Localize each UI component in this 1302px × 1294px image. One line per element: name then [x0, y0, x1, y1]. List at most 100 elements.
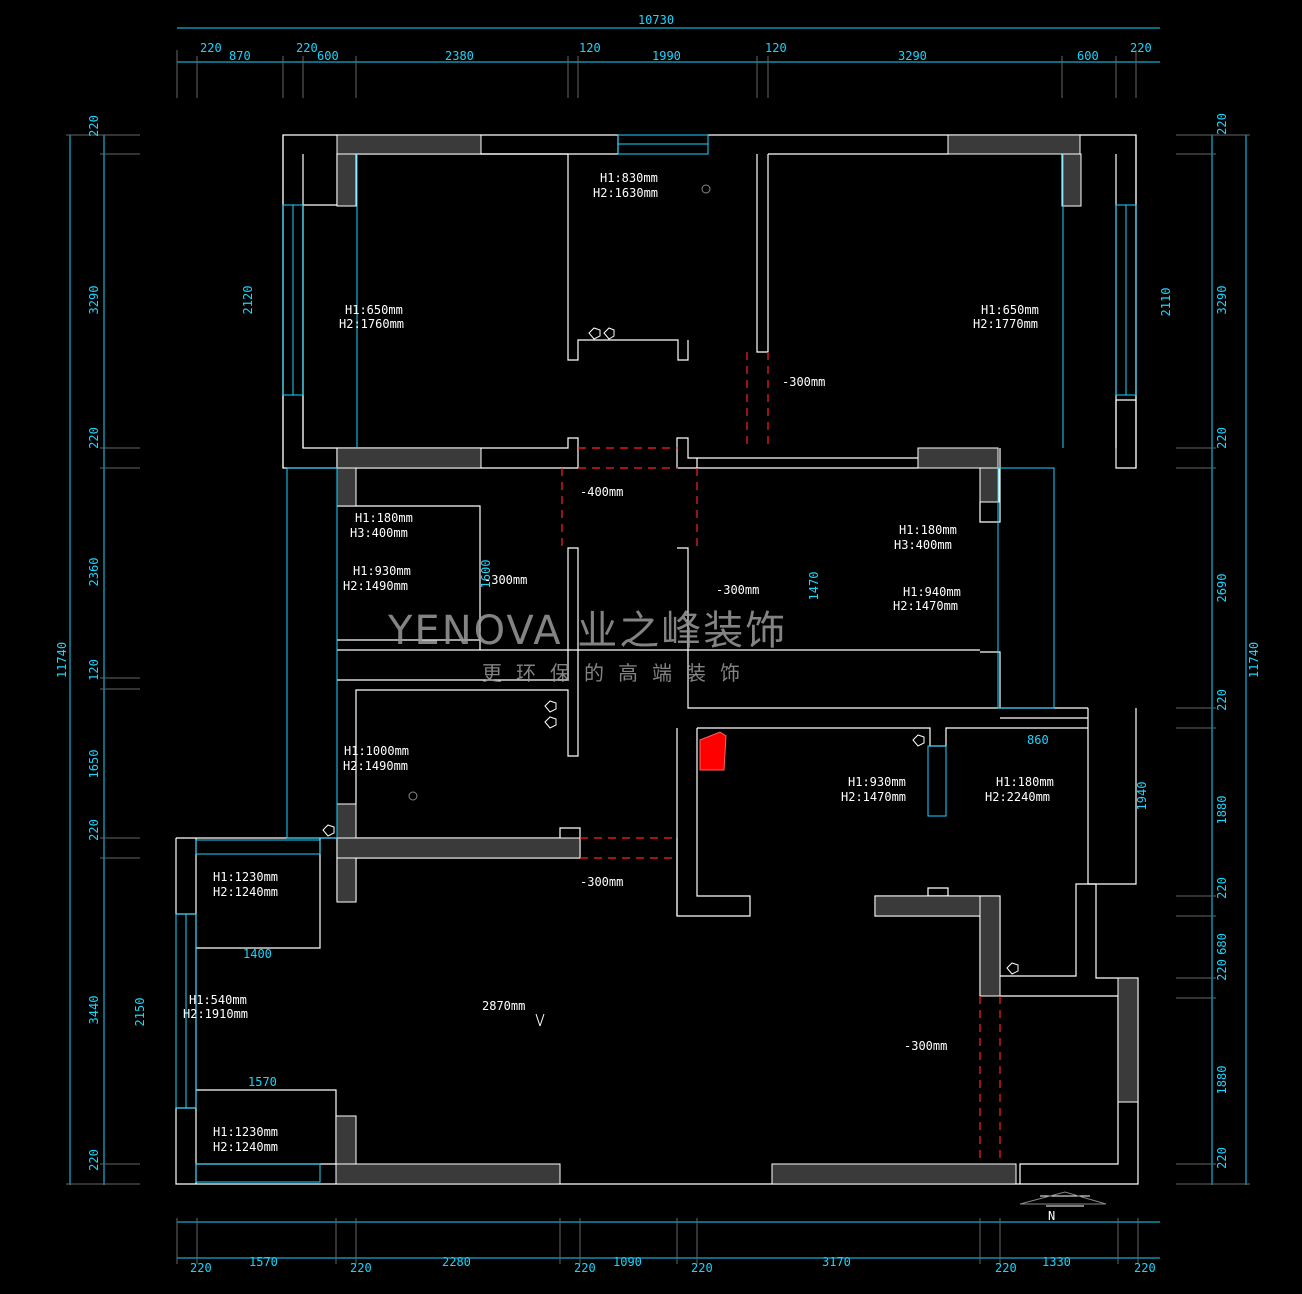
level-l2: -400mm — [580, 485, 623, 499]
right-dim-8: 680 — [1215, 933, 1229, 955]
entry-label: N — [1048, 1209, 1055, 1223]
entry-arrow-icon — [1019, 1191, 1107, 1205]
level-l3: -300mm — [484, 573, 527, 587]
annotation-a9-h1: H1:930mm — [848, 775, 906, 789]
top-dim-9: 3290 — [898, 49, 927, 63]
top-total-dimension: 10730 — [638, 13, 674, 27]
left-dim-6: 1650 — [87, 750, 101, 779]
left-dim-2: 3290 — [87, 286, 101, 315]
right-dimensions: 11740 220 3290 220 2690 220 1880 220 680… — [1215, 113, 1261, 1169]
inner-dimensions: 2120 2110 1600 1470 860 1940 1400 2150 1… — [133, 286, 1173, 1089]
annotation-a10-h1: H1:180mm — [996, 775, 1054, 789]
annotation-a8-h2: H2:1490mm — [343, 759, 408, 773]
watermark: YENOVA 业之峰装饰 更环保的高端装饰 — [387, 608, 787, 685]
height-annotations: H1:830mm H2:1630mm H1:650mm H2:1760mm H1… — [183, 171, 1054, 1154]
inner-dim-1400: 1400 — [243, 947, 272, 961]
left-dimensions: 11740 220 3290 220 2360 120 1650 220 344… — [55, 115, 101, 1171]
top-dimensions: 10730 220 870 220 600 2380 120 1990 120 … — [200, 13, 1152, 63]
annotation-a13-h1: H1:1230mm — [213, 1125, 278, 1139]
top-dim-10: 600 — [1077, 49, 1099, 63]
right-dim-3: 220 — [1215, 427, 1229, 449]
bottom-dim-6: 1090 — [613, 1255, 642, 1269]
right-total-dimension: 11740 — [1247, 642, 1261, 678]
dimension-lines — [66, 27, 1250, 1264]
top-dim-8: 120 — [765, 41, 787, 55]
right-dim-11: 220 — [1215, 1147, 1229, 1169]
annotation-a6-h3: H3:400mm — [894, 538, 952, 552]
bottom-dim-2: 1570 — [249, 1255, 278, 1269]
watermark-brand: YENOVA 业之峰装饰 — [387, 608, 787, 654]
right-dim-7: 220 — [1215, 877, 1229, 899]
level-l1: -300mm — [782, 375, 825, 389]
annotation-a1-h2: H2:1630mm — [593, 186, 658, 200]
inner-dim-2150: 2150 — [133, 998, 147, 1027]
annotation-a10-h2: H2:2240mm — [985, 790, 1050, 804]
floor-levels: -300mm -400mm -300mm -300mm -300mm -300m… — [482, 375, 1055, 1223]
annotation-a2-h2: H2:1760mm — [339, 317, 404, 331]
annotation-a8-h1: H1:1000mm — [344, 744, 409, 758]
top-dim-7: 1990 — [652, 49, 681, 63]
annotation-a5-h2: H2:1490mm — [343, 579, 408, 593]
inner-dim-860: 860 — [1027, 733, 1049, 747]
left-dim-8: 3440 — [87, 996, 101, 1025]
annotation-a9-h2: H2:1470mm — [841, 790, 906, 804]
columns — [335, 134, 1139, 1185]
annotation-a4-h3: H3:400mm — [350, 526, 408, 540]
top-dim-1: 220 — [200, 41, 222, 55]
annotation-a11-h1: H1:1230mm — [213, 870, 278, 884]
bottom-dim-7: 220 — [691, 1261, 713, 1275]
top-dim-6: 120 — [579, 41, 601, 55]
left-dim-4: 2360 — [87, 558, 101, 587]
right-dim-1: 220 — [1215, 113, 1229, 135]
annotation-a3-h2: H2:1770mm — [973, 317, 1038, 331]
top-dim-4: 600 — [317, 49, 339, 63]
annotation-a1-h1: H1:830mm — [600, 171, 658, 185]
inner-dim-1570: 1570 — [248, 1075, 277, 1089]
level-l5: -300mm — [580, 875, 623, 889]
bottom-dim-8: 3170 — [822, 1255, 851, 1269]
bottom-dim-3: 220 — [350, 1261, 372, 1275]
inner-dim-1600: 1600 — [479, 560, 493, 589]
annotation-a12-h2: H2:1910mm — [183, 1007, 248, 1021]
bottom-dim-4: 2280 — [442, 1255, 471, 1269]
left-total-dimension: 11740 — [55, 642, 69, 678]
level-boundaries — [561, 352, 1001, 1164]
bottom-dim-9: 220 — [995, 1261, 1017, 1275]
annotation-a2-h1: H1:650mm — [345, 303, 403, 317]
inner-dim-1940: 1940 — [1135, 782, 1149, 811]
bottom-dim-11: 220 — [1134, 1261, 1156, 1275]
bottom-dim-1: 220 — [190, 1261, 212, 1275]
annotation-a5-h1: H1:930mm — [353, 564, 411, 578]
top-dim-3: 220 — [296, 41, 318, 55]
bottom-dimensions: 220 1570 220 2280 220 1090 220 3170 220 … — [190, 1255, 1156, 1275]
left-dim-7: 220 — [87, 819, 101, 841]
level-l6: -300mm — [904, 1039, 947, 1053]
right-dim-10: 1880 — [1215, 1066, 1229, 1095]
left-dim-9: 220 — [87, 1149, 101, 1171]
left-dim-5: 120 — [87, 659, 101, 681]
walls — [175, 134, 1139, 1185]
right-dim-4: 2690 — [1215, 574, 1229, 603]
annotation-a7-h1: H1:940mm — [903, 585, 961, 599]
ceiling-height: 2870mm — [482, 999, 525, 1013]
annotation-a13-h2: H2:1240mm — [213, 1140, 278, 1154]
bottom-dim-5: 220 — [574, 1261, 596, 1275]
top-dim-2: 870 — [229, 49, 251, 63]
watermark-tagline: 更环保的高端装饰 — [482, 661, 754, 685]
right-dim-5: 220 — [1215, 689, 1229, 711]
annotation-a7-h2: H2:1470mm — [893, 599, 958, 613]
left-dim-1: 220 — [87, 115, 101, 137]
bottom-dim-10: 1330 — [1042, 1255, 1071, 1269]
top-dim-11: 220 — [1130, 41, 1152, 55]
annotation-a6-h1: H1:180mm — [899, 523, 957, 537]
level-l4: -300mm — [716, 583, 759, 597]
fixture-symbols — [322, 184, 1107, 1207]
right-dim-2: 3290 — [1215, 286, 1229, 315]
red-fixture-marker — [699, 731, 727, 771]
inner-dim-2110: 2110 — [1159, 288, 1173, 317]
windows — [175, 134, 1137, 1183]
annotation-a12-h1: H1:540mm — [189, 993, 247, 1007]
annotation-a11-h2: H2:1240mm — [213, 885, 278, 899]
right-dim-9: 220 — [1215, 959, 1229, 981]
